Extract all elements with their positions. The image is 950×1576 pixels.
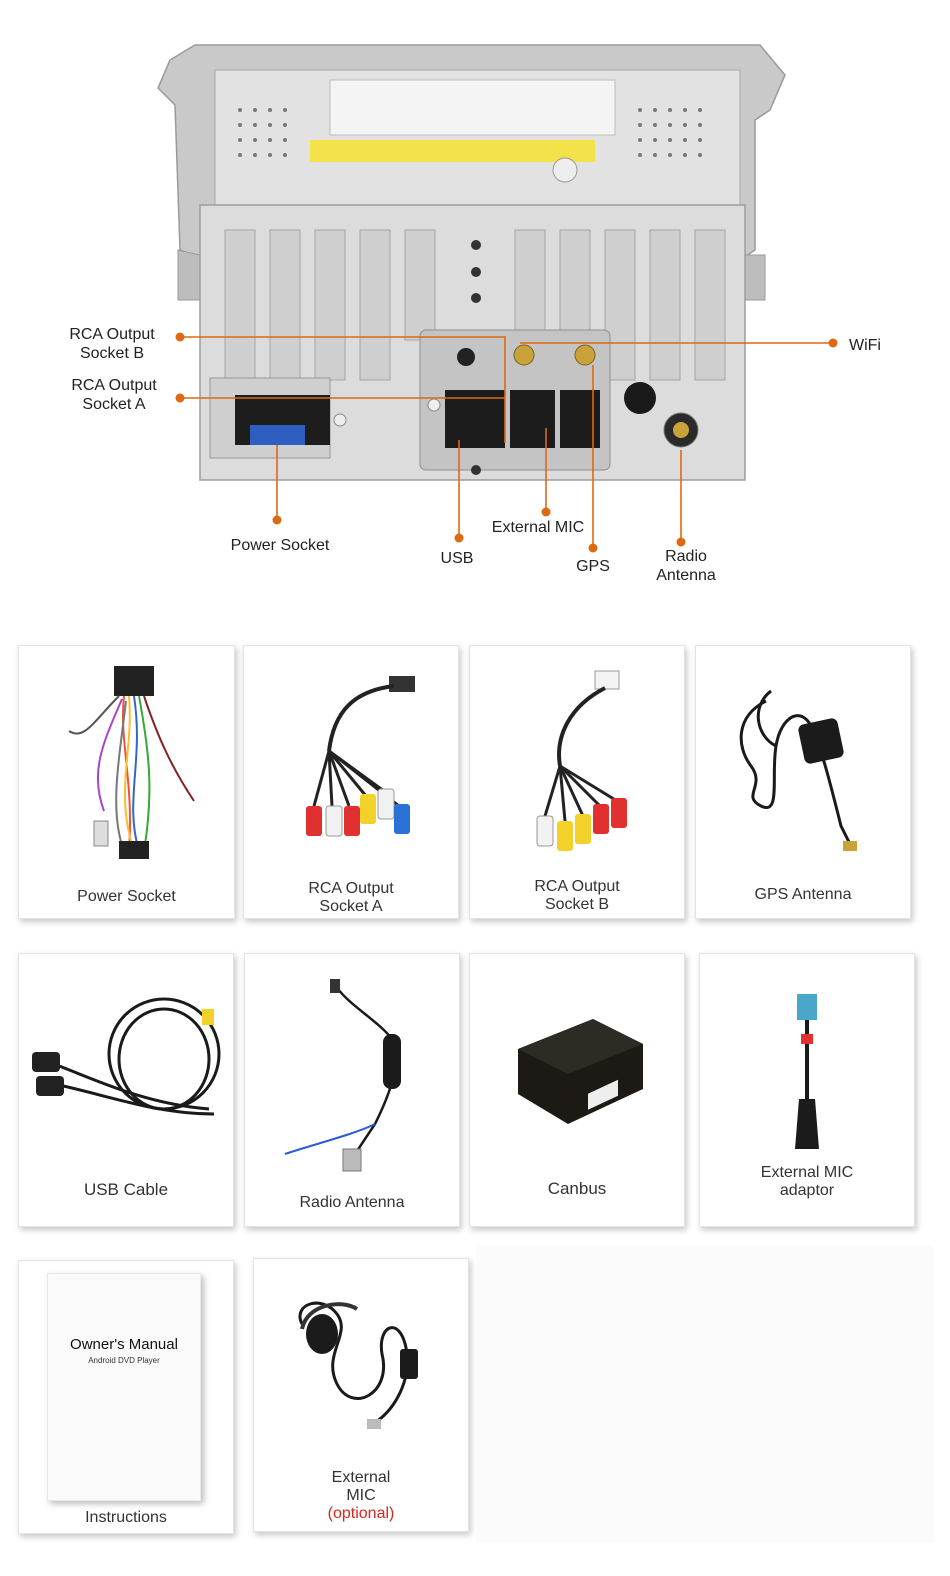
radio-antenna-icon [284, 979, 401, 1172]
manual-icon: Owner's Manual Android DVD Player [47, 1273, 201, 1501]
accessory-caption: Radio Antenna [299, 1194, 405, 1211]
accessory-card: USB Cable [18, 953, 234, 1227]
accessory-card: External MIC adaptor [699, 953, 915, 1227]
usb-cable-icon [32, 997, 221, 1116]
accessory-caption: Instructions [85, 1509, 167, 1526]
accessory-card: RCA Output Socket A [243, 645, 459, 919]
accessory-card: Radio Antenna [244, 953, 460, 1227]
accessory-card: RCA Output Socket B [469, 645, 685, 919]
empty-panel [476, 1245, 934, 1543]
label-gps: GPS [576, 558, 610, 575]
head-unit-rear-diagram [157, 44, 838, 553]
canbus-box-icon [518, 1019, 643, 1124]
accessory-card: Owner's Manual Android DVD Player Instru… [18, 1260, 234, 1534]
accessory-caption: USB Cable [83, 1180, 169, 1199]
accessory-caption-optional: (optional) [327, 1505, 395, 1522]
accessory-caption: External MIC adaptor [760, 1164, 854, 1199]
accessory-caption: Canbus [547, 1179, 607, 1198]
rca-cable-icon [306, 676, 415, 837]
label-rca-output-socket-a: RCA Output Socket A [71, 377, 157, 413]
accessory-card: Canbus [469, 953, 685, 1227]
accessory-caption: GPS Antenna [754, 886, 852, 903]
label-wifi: WiFi [849, 337, 881, 354]
accessory-card: External MIC (optional) [253, 1258, 469, 1532]
accessory-caption: External MIC [331, 1469, 391, 1504]
mic-adaptor-icon [795, 994, 819, 1149]
accessory-caption: Power Socket [77, 888, 176, 905]
manual-title: Owner's Manual [70, 1336, 178, 1353]
accessory-card: Power Socket [18, 645, 235, 919]
label-rca-output-socket-b: RCA Output Socket B [69, 326, 155, 362]
accessory-caption: RCA Output Socket A [308, 880, 394, 915]
microphone-icon [298, 1301, 418, 1429]
manual-subtitle: Android DVD Player [88, 1356, 160, 1365]
accessory-caption: RCA Output Socket B [534, 878, 620, 913]
wire-harness-icon [68, 666, 195, 859]
label-power-socket: Power Socket [230, 537, 330, 554]
gps-antenna-icon [739, 689, 857, 851]
label-external-mic: External MIC [491, 519, 585, 536]
label-usb: USB [440, 550, 474, 567]
rca-cable-icon [536, 670, 627, 851]
label-radio-antenna: Radio Antenna [656, 548, 716, 584]
accessory-card: GPS Antenna [695, 645, 911, 919]
